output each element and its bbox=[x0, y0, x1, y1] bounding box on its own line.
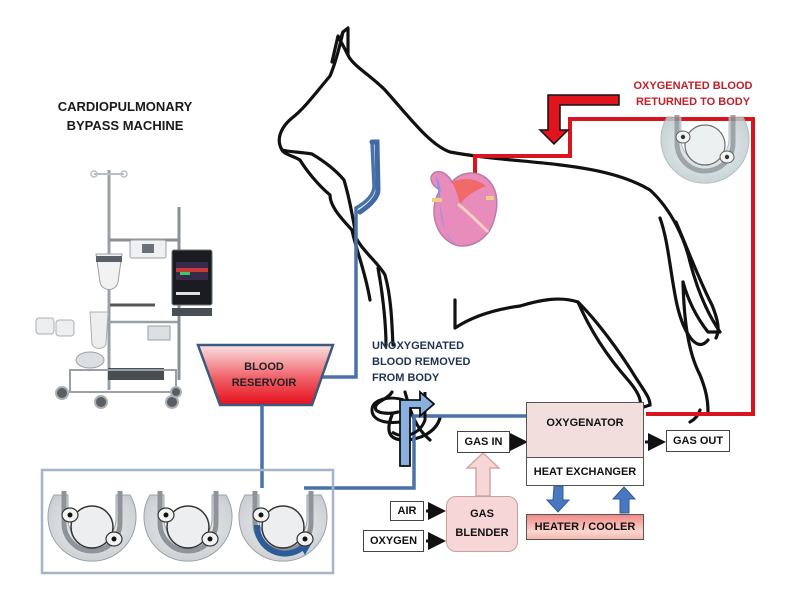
oxygenated-label-line-1: OXYGENATED BLOOD bbox=[633, 80, 753, 92]
heat-exchanger-box: HEAT EXCHANGER bbox=[526, 457, 644, 486]
gas-blender-box: GAS BLENDER bbox=[446, 496, 518, 552]
pump-to-oxygenator-line bbox=[304, 414, 526, 490]
oxygen-label: OXYGEN bbox=[369, 535, 418, 547]
unoxygenated-label-line-2: BLOOD REMOVED bbox=[372, 355, 471, 368]
roller-pump-3-active bbox=[238, 491, 328, 562]
heater-cooler-box: HEATER / COOLER bbox=[526, 514, 644, 540]
pump-console-frame bbox=[40, 468, 335, 575]
unoxygenated-blood-label: UNOXYGENATED BLOOD REMOVED FROM BODY bbox=[372, 339, 482, 387]
air-box: AIR bbox=[390, 501, 424, 521]
heat-exchanger-label: HEAT EXCHANGER bbox=[533, 465, 637, 478]
gas-blender-label-line-2: BLENDER bbox=[455, 527, 509, 539]
oxygenated-label-line-2: RETURNED TO BODY bbox=[635, 95, 751, 108]
roller-pump-1 bbox=[47, 491, 137, 562]
reservoir-label-line-2: RESERVOIR bbox=[231, 376, 297, 389]
roller-pump-2 bbox=[143, 491, 233, 562]
roller-pump-return bbox=[660, 115, 750, 184]
heater-cooler-label: HEATER / COOLER bbox=[534, 521, 636, 533]
gas-out-label: GAS OUT bbox=[672, 435, 724, 447]
heat-exchanger-down-arrow bbox=[545, 485, 571, 513]
reservoir-label-line-1: BLOOD bbox=[244, 361, 284, 373]
title-line-2: BYPASS MACHINE bbox=[66, 117, 184, 133]
pump-flow-arrow bbox=[253, 524, 305, 557]
heart-illustration bbox=[430, 170, 498, 247]
jugular-cannula bbox=[357, 139, 381, 215]
unoxygenated-label-line-1: UNOXYGENATED bbox=[372, 340, 465, 352]
diagram-title: CARDIOPULMONARY BYPASS MACHINE bbox=[20, 98, 230, 136]
oxygenator-box: OXYGENATOR bbox=[526, 402, 644, 458]
oxygenated-flow-arrow bbox=[538, 94, 620, 146]
femoral-cannula bbox=[370, 390, 436, 467]
blood-reservoir-label: BLOOD RESERVOIR bbox=[216, 360, 312, 392]
gas-out-box: GAS OUT bbox=[666, 430, 730, 452]
gas-in-label: GAS IN bbox=[464, 436, 503, 448]
oxygenated-return-line bbox=[473, 117, 755, 416]
gas-in-box: GAS IN bbox=[457, 431, 510, 453]
gas-blender-label-line-1: GAS bbox=[470, 508, 494, 521]
blender-to-gas-in-arrow bbox=[465, 451, 501, 497]
air-label: AIR bbox=[397, 505, 417, 517]
title-line-1: CARDIOPULMONARY bbox=[57, 99, 193, 114]
oxygenator-label: OXYGENATOR bbox=[546, 417, 624, 429]
bypass-machine-illustration bbox=[35, 170, 213, 409]
heater-up-arrow bbox=[611, 486, 637, 514]
unoxygenated-label-line-3: FROM BODY bbox=[372, 371, 440, 384]
oxygen-box: OXYGEN bbox=[363, 530, 424, 552]
unoxygenated-line-neck bbox=[312, 141, 376, 379]
blood-reservoir bbox=[196, 343, 335, 407]
oxygenated-blood-label: OXYGENATED BLOOD RETURNED TO BODY bbox=[608, 79, 778, 111]
